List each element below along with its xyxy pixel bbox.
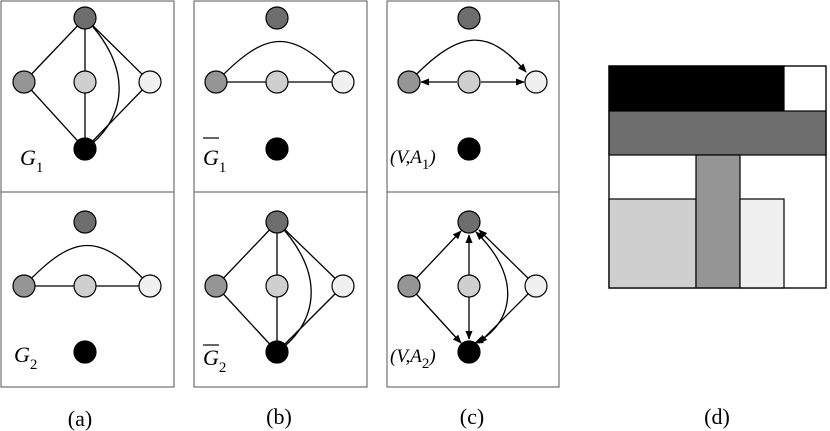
node-right: [138, 274, 162, 298]
panel-c-frame: [386, 0, 560, 388]
panel-b-frame: [193, 0, 368, 388]
nodes-a-bottom: [12, 210, 162, 364]
node-right: [331, 274, 355, 298]
node-left: [12, 70, 36, 94]
label-g2: G2: [14, 342, 37, 373]
node-bottom: [73, 137, 97, 161]
node-right: [524, 70, 548, 94]
node-bottom: [265, 340, 289, 364]
block-mid: [695, 154, 741, 289]
nodes-a-top: [12, 6, 162, 161]
block-light: [608, 198, 697, 289]
nodes-b-top: [204, 6, 355, 161]
node-mid: [73, 70, 97, 94]
node-mid: [265, 70, 289, 94]
graph-c-top: [408, 39, 527, 86]
caption-b: (b): [266, 404, 292, 429]
node-left: [397, 70, 421, 94]
panel-frames: [0, 0, 560, 388]
node-top: [265, 210, 289, 234]
node-left: [204, 70, 228, 94]
nodes-c-top: [397, 6, 548, 161]
node-top: [457, 210, 481, 234]
node-left: [397, 274, 421, 298]
svg-text:G1: G1: [203, 145, 226, 176]
block-dark: [608, 110, 827, 156]
svg-text:G2: G2: [203, 345, 226, 376]
node-mid: [73, 274, 97, 298]
node-mid: [265, 274, 289, 298]
node-bottom: [73, 340, 97, 364]
node-mid: [457, 274, 481, 298]
node-bottom: [457, 340, 481, 364]
block-matrix: [608, 65, 827, 289]
panel-a-frame: [0, 0, 175, 388]
label-va1: (V,A1): [390, 147, 436, 173]
node-left: [204, 274, 228, 298]
node-top: [73, 210, 97, 234]
node-right: [331, 70, 355, 94]
node-top: [265, 6, 289, 30]
graph-a-top: [23, 17, 151, 150]
label-g1: G1: [20, 145, 43, 176]
caption-d: (d): [704, 404, 730, 429]
matrix-border: [608, 65, 827, 289]
block-lighter: [739, 198, 785, 289]
node-right: [524, 274, 548, 298]
node-mid: [457, 70, 481, 94]
node-right: [138, 70, 162, 94]
graph-b-bottom: [215, 221, 344, 353]
caption-a: (a): [68, 406, 92, 431]
node-left: [12, 274, 36, 298]
block-black: [608, 65, 785, 112]
node-bottom: [457, 137, 481, 161]
nodes-b-bottom: [204, 210, 355, 364]
label-g2-complement: G2: [203, 344, 226, 376]
node-top: [73, 6, 97, 30]
node-bottom: [265, 137, 289, 161]
graph-c-bottom: [408, 229, 537, 344]
nodes-c-bottom: [397, 210, 548, 364]
caption-c: (c): [460, 404, 484, 429]
label-g1-complement: G1: [203, 137, 226, 176]
label-va2: (V,A2): [390, 346, 436, 372]
node-top: [457, 6, 481, 30]
